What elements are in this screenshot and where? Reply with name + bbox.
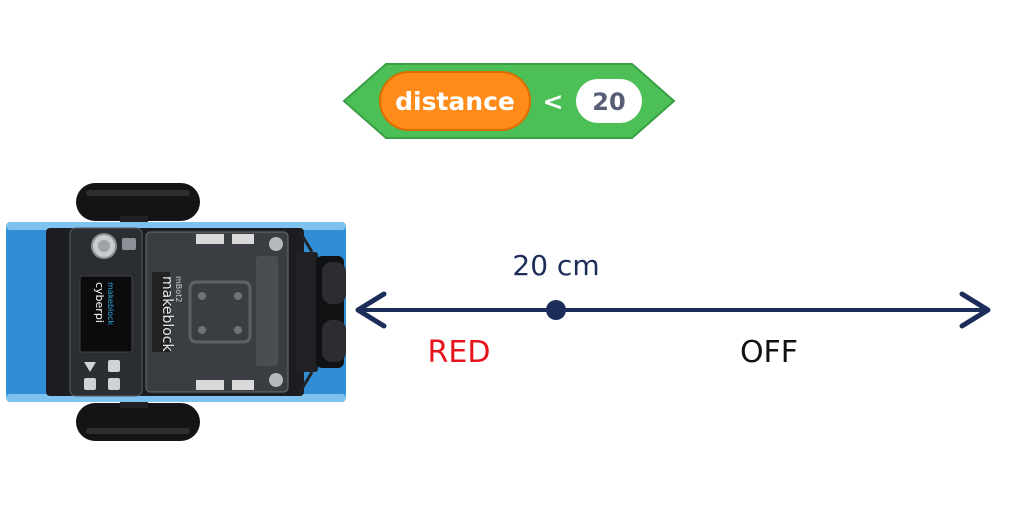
mbot2-shield: [145, 231, 289, 393]
cyberpi-screen: [79, 275, 133, 353]
wheel-bottom: [76, 403, 200, 441]
distance-axis: 20 cm RED OFF: [355, 249, 991, 370]
threshold-label: 20 cm: [512, 249, 599, 282]
shield-model-label: mBot2: [174, 276, 183, 302]
less-than-operator: <: [543, 87, 564, 116]
value-input-text: 20: [592, 88, 625, 116]
button-play-icon: [84, 362, 96, 372]
value-input[interactable]: [576, 79, 642, 123]
mbot-robot: makeblock cyberpi makeblock mBot2: [6, 183, 346, 441]
distance-reporter[interactable]: [379, 71, 531, 131]
right-arrowhead: [959, 291, 991, 329]
left-arrowhead: [355, 291, 387, 329]
off-zone-label: OFF: [740, 335, 798, 370]
brand-label: makeblock: [106, 282, 115, 326]
wheel-top: [76, 183, 200, 221]
distance-reporter-label: distance: [395, 87, 515, 116]
red-zone-label: RED: [428, 335, 491, 370]
board-label: cyberpi: [93, 282, 106, 323]
shield-brand-label: makeblock: [159, 276, 175, 352]
ultrasonic-mount: [296, 252, 318, 372]
comparison-block[interactable]: distance < 20: [342, 63, 676, 139]
threshold-marker: [546, 300, 566, 320]
